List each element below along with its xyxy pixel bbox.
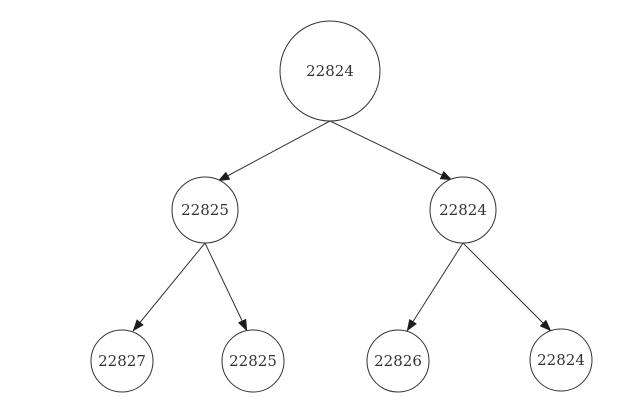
tree-node-left: 22825 [171,176,239,244]
node-label: 22825 [181,201,229,219]
node-label: 22825 [229,352,277,370]
node-label: 22824 [306,62,354,80]
edge-right-to-rightright [462,242,552,332]
tree-edges [132,120,552,332]
edge-left-to-leftleft [132,242,206,332]
edge-left-to-leftright [204,242,248,332]
edge-root-to-right [329,120,453,181]
tree-node-right: 22824 [429,176,497,244]
node-label: 22827 [98,352,146,370]
node-circle [366,329,430,393]
tree-node-left-right: 22825 [221,329,285,393]
tree-node-left-left: 22827 [90,329,154,393]
node-label: 22826 [374,352,422,370]
node-circle [529,328,593,392]
node-circle [171,176,239,244]
edge-root-to-left [217,120,331,182]
tree-node-right-right: 22824 [529,328,593,392]
node-label: 22824 [439,201,487,219]
node-circle [221,329,285,393]
node-circle [279,20,381,122]
edge-right-to-rightleft [406,242,464,332]
tree-node-root: 22824 [279,20,381,122]
node-label: 22824 [537,351,585,369]
tree-node-right-left: 22826 [366,329,430,393]
node-circle [90,329,154,393]
node-circle [429,176,497,244]
